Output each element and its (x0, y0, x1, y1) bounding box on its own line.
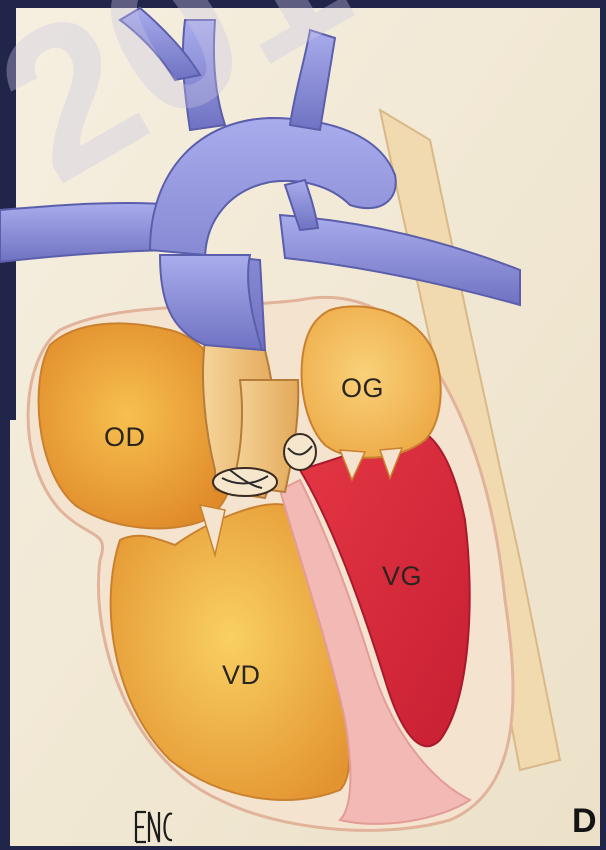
label-left-ventricle: VG (382, 561, 422, 592)
label-right-ventricle: VD (222, 660, 261, 691)
label-left-atrium: OG (341, 373, 384, 404)
panel-letter: D (572, 802, 597, 841)
vessel-cut-end (284, 434, 316, 470)
vessel-cut-end (213, 468, 277, 496)
label-right-atrium: OD (104, 422, 146, 453)
